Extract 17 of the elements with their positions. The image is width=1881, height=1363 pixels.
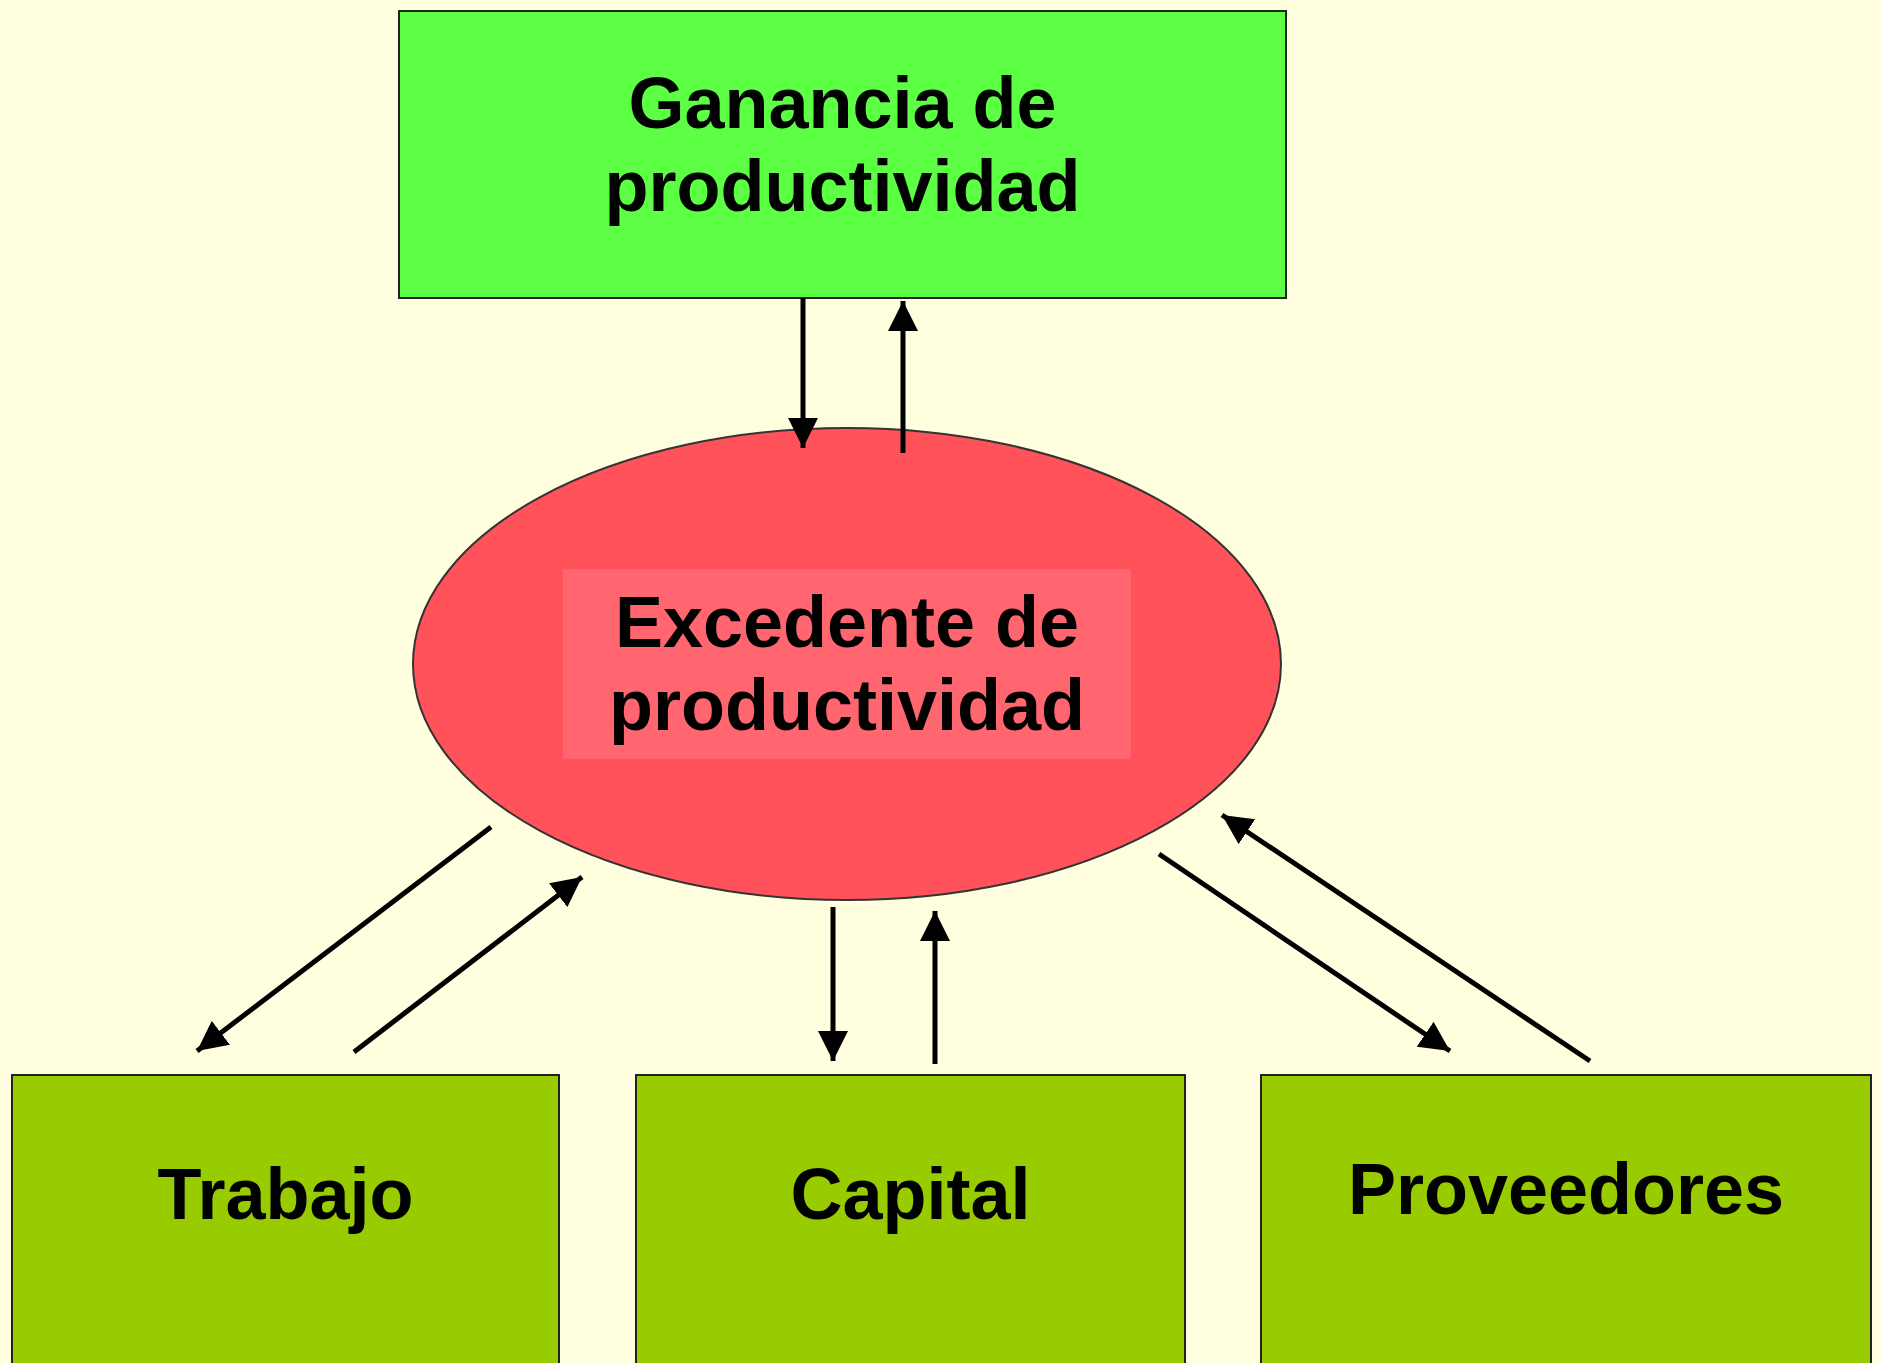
arrow: [888, 301, 918, 453]
arrow: [1157, 851, 1452, 1054]
node-label: Excedente de productividad: [563, 569, 1131, 759]
arrow: [920, 911, 950, 1064]
arrow: [195, 825, 493, 1053]
node-label: Trabajo: [157, 1152, 414, 1236]
arrow: [352, 875, 584, 1054]
node-label: Capital: [790, 1152, 1031, 1236]
rectangle-box: [398, 10, 1287, 299]
rectangle-box: [11, 1074, 560, 1363]
rectangle-box: [1260, 1074, 1872, 1363]
node-label: Ganancia de productividad: [603, 61, 1082, 228]
rectangle-box: [635, 1074, 1186, 1363]
arrow: [818, 907, 848, 1061]
arrow: [788, 298, 818, 448]
node-label: Proveedores: [1347, 1147, 1785, 1231]
arrow: [1220, 812, 1592, 1064]
